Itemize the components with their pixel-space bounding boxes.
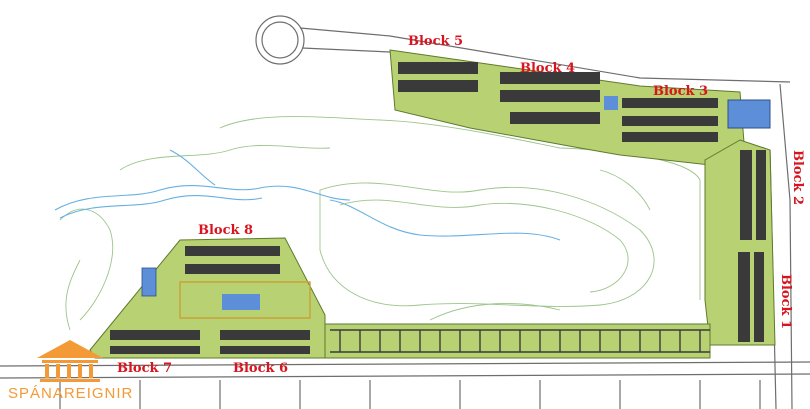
house-columns-icon xyxy=(37,340,103,382)
south-house-row xyxy=(324,323,711,359)
block-2-label: Block 2 xyxy=(790,150,805,205)
east-development-strip xyxy=(704,139,776,346)
block-8-label: Block 8 xyxy=(198,223,253,238)
block-7-label: Block 7 xyxy=(117,361,172,376)
top-development-area xyxy=(389,49,771,166)
block-4-label: Block 4 xyxy=(520,61,575,76)
block-3-label: Block 3 xyxy=(653,84,708,99)
spanareignir-logo: SPÁNAREIGNIR xyxy=(8,340,133,402)
west-development-area xyxy=(89,237,326,359)
block-6-label: Block 6 xyxy=(233,361,288,376)
river-channels xyxy=(54,149,561,241)
logo-text: SPÁNAREIGNIR xyxy=(8,385,133,402)
block-labels: Block 1 Block 2 Block 3 Block 4 Block 5 … xyxy=(117,34,805,376)
block-5-label: Block 5 xyxy=(408,34,463,49)
block-1-label: Block 1 xyxy=(778,274,793,329)
